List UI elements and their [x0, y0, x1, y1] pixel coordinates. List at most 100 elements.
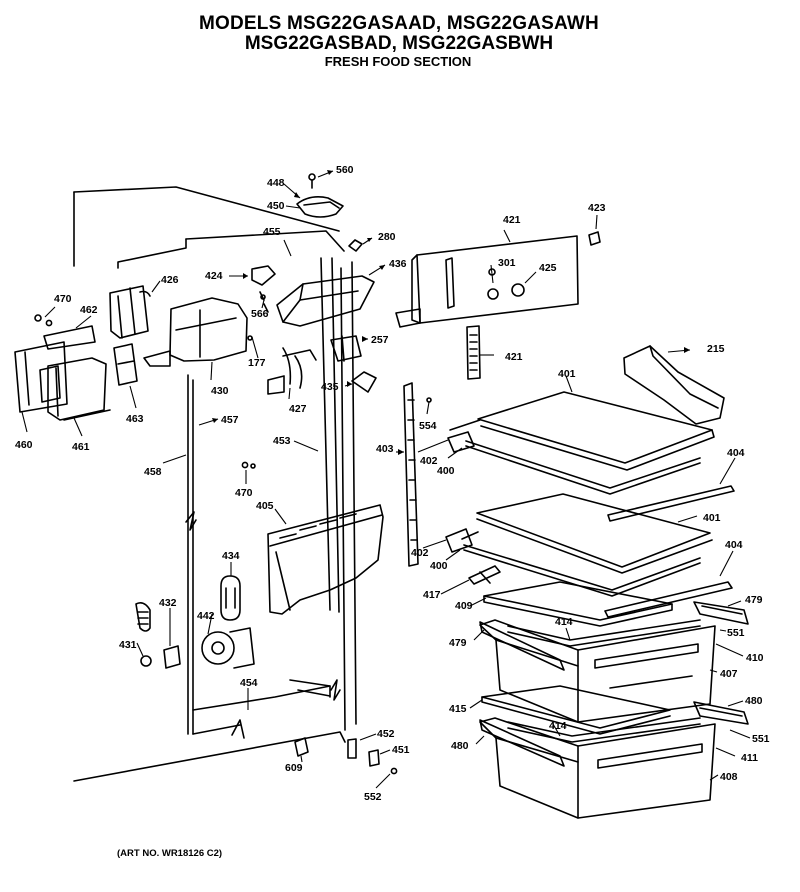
label-404-mid: 404 [725, 539, 743, 551]
label-457: 457 [221, 414, 239, 426]
part-462 [43, 325, 96, 350]
part-452 [347, 738, 357, 759]
part-423 [588, 231, 601, 246]
label-408: 408 [720, 771, 738, 783]
label-403: 403 [376, 443, 394, 455]
part-430 [169, 297, 248, 362]
part-451 [368, 749, 380, 767]
part-424 [251, 265, 276, 286]
part-427 [267, 347, 292, 395]
mullion-right [340, 267, 346, 731]
part-257 [330, 335, 362, 362]
label-455: 455 [263, 226, 281, 238]
label-554: 554 [419, 420, 437, 432]
part-609 [294, 737, 309, 757]
label-461: 461 [72, 441, 90, 453]
label-551-lower: 551 [752, 733, 770, 745]
label-425: 425 [539, 262, 557, 274]
diagram-title: MODELS MSG22GASAAD, MSG22GASAWH MSG22GAS… [0, 13, 800, 70]
label-405: 405 [256, 500, 274, 512]
label-450: 450 [267, 200, 285, 212]
part-426 [109, 285, 149, 339]
label-453: 453 [273, 435, 291, 447]
label-401-upper: 401 [558, 368, 576, 380]
label-430: 430 [211, 385, 229, 397]
label-414-upper: 414 [555, 616, 573, 628]
label-409: 409 [455, 600, 473, 612]
part-404-upper [607, 485, 735, 522]
label-215: 215 [707, 343, 725, 355]
label-470-mid: 470 [235, 487, 253, 499]
part-434 [220, 575, 241, 621]
label-435: 435 [321, 381, 339, 393]
label-257: 257 [371, 334, 389, 346]
label-479-right: 479 [745, 594, 763, 606]
part-409 [483, 581, 673, 621]
part-421-vent [466, 325, 481, 380]
label-434: 434 [222, 550, 240, 562]
label-431: 431 [119, 639, 137, 651]
label-480-right: 480 [745, 695, 763, 707]
label-462: 462 [80, 304, 98, 316]
part-479-right [693, 601, 749, 625]
part-460 [14, 341, 68, 413]
label-609: 609 [285, 762, 303, 774]
part-215 [623, 345, 725, 425]
label-301: 301 [498, 257, 516, 269]
label-470-left: 470 [54, 293, 72, 305]
cabinet-top-edge [73, 186, 340, 232]
label-400-upper: 400 [437, 465, 455, 477]
label-400-mid: 400 [430, 560, 448, 572]
part-442 [201, 631, 235, 665]
part-461 [47, 357, 107, 421]
label-448: 448 [267, 177, 285, 189]
liner-top [185, 230, 345, 252]
label-415: 415 [449, 703, 467, 715]
liner-floor [192, 685, 331, 711]
part-401-mid-glass [476, 493, 711, 568]
label-427: 427 [289, 403, 307, 415]
label-426: 426 [161, 274, 179, 286]
label-452: 452 [377, 728, 395, 740]
label-463: 463 [126, 413, 144, 425]
label-407: 407 [720, 668, 738, 680]
label-411: 411 [741, 752, 758, 764]
label-460: 460 [15, 439, 33, 451]
part-407 [479, 619, 716, 723]
part-280 [348, 239, 363, 252]
label-280: 280 [378, 231, 396, 243]
part-403 [403, 382, 419, 567]
title-line-1: MODELS MSG22GASAAD, MSG22GASAWH [199, 13, 599, 34]
label-458: 458 [144, 466, 162, 478]
part-480-left [479, 719, 565, 767]
label-551-upper: 551 [727, 627, 745, 639]
label-436: 436 [389, 258, 407, 270]
part-448 [296, 196, 344, 218]
part-436 [276, 275, 375, 327]
part-435 [351, 371, 377, 393]
label-410: 410 [746, 652, 764, 664]
label-421-vent: 421 [505, 351, 523, 363]
part-408 [479, 717, 716, 819]
label-442: 442 [197, 610, 215, 622]
label-421-top: 421 [503, 214, 521, 226]
label-414-lower: 414 [549, 720, 567, 732]
label-451: 451 [392, 744, 410, 756]
title-line-3: FRESH FOOD SECTION [324, 54, 472, 69]
label-566: 566 [251, 308, 269, 320]
label-454: 454 [240, 677, 258, 689]
part-414-lower [507, 717, 701, 737]
cabinet-bottom-edge [73, 731, 346, 782]
part-479-left [479, 621, 565, 671]
label-479-left: 479 [449, 637, 467, 649]
liner-back-right [320, 257, 331, 611]
title-line-2: MSG22GASBAD, MSG22GASBWH [244, 33, 554, 54]
label-423: 423 [588, 202, 606, 214]
art-number: (ART NO. WR18126 C2) [117, 848, 223, 859]
part-401-upper-glass [477, 391, 713, 464]
label-177: 177 [248, 357, 266, 369]
label-560: 560 [336, 164, 354, 176]
part-417 [468, 565, 501, 585]
label-401-mid: 401 [703, 512, 721, 524]
